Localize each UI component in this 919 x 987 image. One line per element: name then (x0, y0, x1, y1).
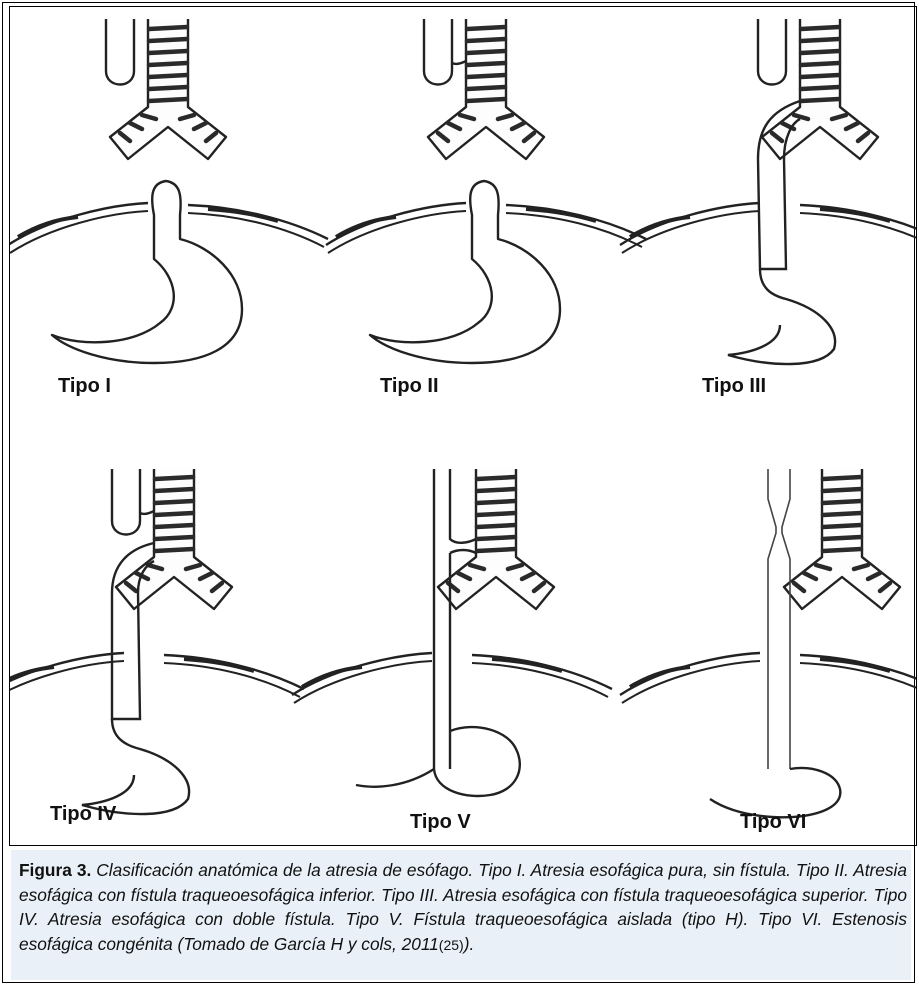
panel-tipo-i-drawing (10, 19, 328, 363)
panel-tipo-vi-drawing (620, 469, 916, 817)
panel-label-tipo-ii: Tipo II (380, 375, 439, 398)
panel-tipo-ii-drawing (326, 19, 646, 363)
panel-label-tipo-vi: Tipo VI (740, 811, 806, 834)
panel-label-tipo-iii: Tipo III (702, 375, 766, 398)
diagram-area: Tipo I Tipo II Tipo III Tipo IV Tipo V T… (9, 6, 917, 846)
panel-label-tipo-iv: Tipo IV (50, 803, 116, 826)
caption-figure-number: Figura 3. (19, 860, 91, 880)
panel-label-tipo-i: Tipo I (58, 375, 111, 398)
figure-caption: Figura 3. Clasificación anatómica de la … (11, 850, 911, 980)
caption-closing: ). (464, 934, 475, 954)
panel-tipo-iii-drawing (620, 19, 916, 364)
panel-tipo-iv-drawing (10, 469, 304, 814)
panel-tipo-v-drawing (292, 469, 612, 796)
esophageal-atresia-diagram (10, 7, 916, 845)
caption-reference: (25) (439, 937, 464, 953)
panel-label-tipo-v: Tipo V (410, 811, 471, 834)
